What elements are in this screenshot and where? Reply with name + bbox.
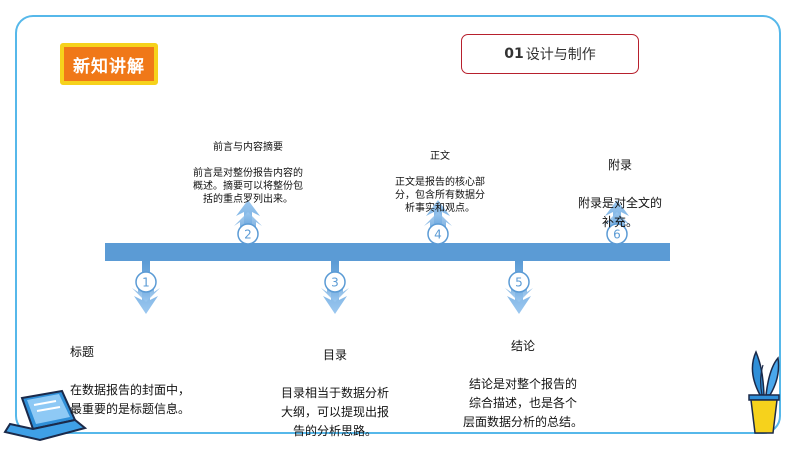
step-2-title: 前言与内容摘要 xyxy=(213,142,283,153)
step-6-text: 附录是对全文的 补充。 xyxy=(577,196,662,229)
step-circle-3: 3 xyxy=(324,271,346,293)
step-number-4: 4 xyxy=(434,228,442,242)
step-4-title: 正文 xyxy=(430,151,450,162)
step-circle-6: 6 xyxy=(606,223,628,245)
step-4-text: 正文是报告的核心部 分，包含所有数据分 析事实和观点。 xyxy=(395,177,485,214)
step-circle-4: 4 xyxy=(427,223,449,245)
section-title-box: 01 设计与制作 xyxy=(461,34,639,74)
step-3-title: 目录 xyxy=(322,348,347,362)
step-2-text: 前言是对整份报告内容的 概述。摘要可以将整份包 括的重点罗列出来。 xyxy=(193,168,303,205)
step-circle-5: 5 xyxy=(508,271,530,293)
timeline-graphic: 1 2 3 4 5 6 xyxy=(3,200,780,442)
step-5-text: 结论是对整个报告的 综合描述，也是各个 层面数据分析的总结。 xyxy=(462,377,583,429)
step-1-label: 标题 在数据报告的封面中， 最重要的是标题信息。 xyxy=(70,324,230,438)
step-number-3: 3 xyxy=(331,276,339,290)
badge-label: 新知讲解 xyxy=(73,56,145,77)
step-number-6: 6 xyxy=(613,228,621,242)
step-3-text: 目录相当于数据分析 大纲，可以提现出报 告的分析思路。 xyxy=(280,386,389,438)
step-5-title: 结论 xyxy=(510,339,535,353)
step-circle-2: 2 xyxy=(237,223,259,245)
step-number-2: 2 xyxy=(244,228,252,242)
section-number: 01 xyxy=(504,46,524,62)
step-6-label: 附录 附录是对全文的 补充。 xyxy=(560,137,680,251)
new-knowledge-badge: 新知讲解 xyxy=(60,43,158,85)
laptop-icon xyxy=(3,389,88,442)
step-5-label: 结论 结论是对整个报告的 综合描述，也是各个 层面数据分析的总结。 xyxy=(443,318,603,451)
section-title: 设计与制作 xyxy=(525,47,596,63)
step-3-label: 目录 目录相当于数据分析 大纲，可以提现出报 告的分析思路。 xyxy=(265,327,405,460)
step-2-label: 前言与内容摘要 前言是对整份报告内容的 概述。摘要可以将整份包 括的重点罗列出来… xyxy=(168,128,328,219)
step-number-1: 1 xyxy=(142,276,150,290)
timeline-bar xyxy=(105,243,670,261)
step-number-5: 5 xyxy=(515,276,523,290)
step-4-label: 正文 正文是报告的核心部 分，包含所有数据分 析事实和观点。 xyxy=(370,137,510,228)
slide: 新知讲解 01 设计与制作 xyxy=(3,15,781,442)
step-6-title: 附录 xyxy=(607,158,632,172)
step-1-text: 在数据报告的封面中， 最重要的是标题信息。 xyxy=(70,383,191,416)
plant-icon xyxy=(748,350,780,434)
step-circle-1: 1 xyxy=(135,271,157,293)
step-1-title: 标题 xyxy=(70,345,95,359)
